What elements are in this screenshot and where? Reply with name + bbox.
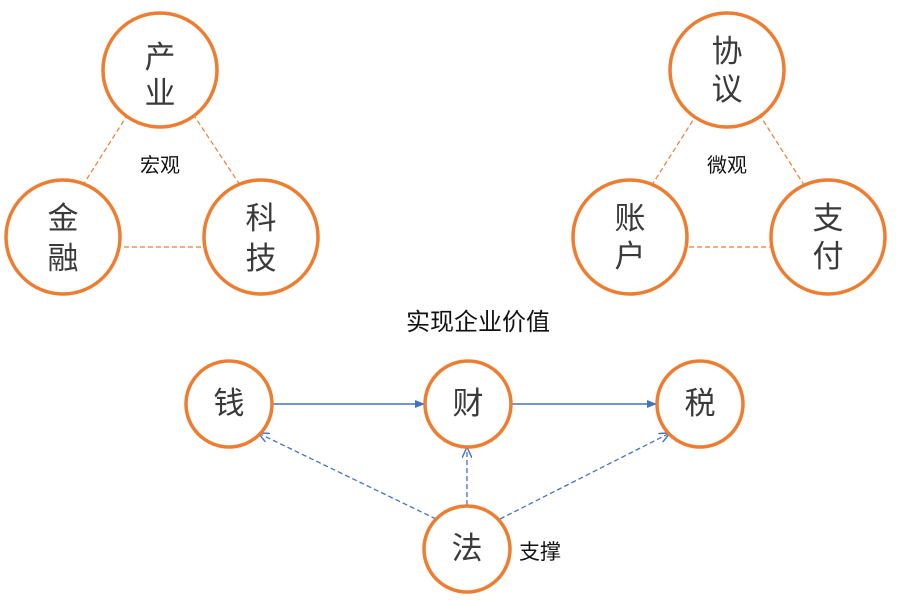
node-protocol-char-1: 协 — [712, 34, 743, 70]
value-flow: 钱 财 税 法 支撑 — [184, 359, 745, 594]
node-account-char-1: 账 — [615, 201, 646, 237]
node-payment-char-1: 支 — [813, 201, 844, 237]
support-label: 支撑 — [519, 540, 561, 564]
node-tax: 税 — [655, 359, 745, 449]
node-finance-char-1: 金 — [48, 201, 79, 237]
node-wealth: 财 — [423, 359, 513, 449]
edge-industry-tech — [192, 113, 241, 186]
node-industry: 产 业 — [101, 11, 219, 129]
node-finance-char-2: 融 — [48, 241, 79, 277]
node-payment-char-2: 付 — [813, 239, 844, 275]
node-law-char: 法 — [452, 531, 483, 567]
micro-triangle: 微观 协 议 账 户 支 付 — [571, 11, 887, 296]
node-finance: 金 融 — [4, 178, 122, 296]
node-technology: 科 技 — [202, 178, 320, 296]
arrow-law-to-tax — [499, 433, 670, 520]
node-wealth-char: 财 — [453, 386, 484, 422]
node-technology-char-1: 科 — [246, 201, 277, 237]
node-account: 账 户 — [571, 178, 689, 296]
edge-industry-finance — [82, 113, 129, 186]
value-title: 实现企业价值 — [406, 308, 550, 336]
node-money-char: 钱 — [214, 386, 245, 422]
node-tax-char: 税 — [685, 386, 716, 422]
node-law: 法 — [422, 504, 512, 594]
edge-protocol-account — [649, 113, 698, 189]
macro-triangle: 宏观 产 业 金 融 科 技 — [4, 11, 320, 296]
node-technology-char-2: 技 — [246, 241, 277, 277]
node-account-char-2: 户 — [615, 239, 646, 275]
node-protocol-char-2: 议 — [712, 72, 743, 108]
edge-protocol-payment — [758, 113, 807, 189]
macro-center-label: 宏观 — [140, 153, 180, 177]
node-protocol: 协 议 — [668, 11, 786, 129]
arrow-law-to-money — [258, 433, 437, 520]
micro-center-label: 微观 — [707, 153, 747, 177]
node-industry-char-1: 产 — [145, 40, 176, 76]
node-payment: 支 付 — [769, 178, 887, 296]
node-industry-char-2: 业 — [145, 76, 176, 112]
node-money: 钱 — [184, 359, 274, 449]
